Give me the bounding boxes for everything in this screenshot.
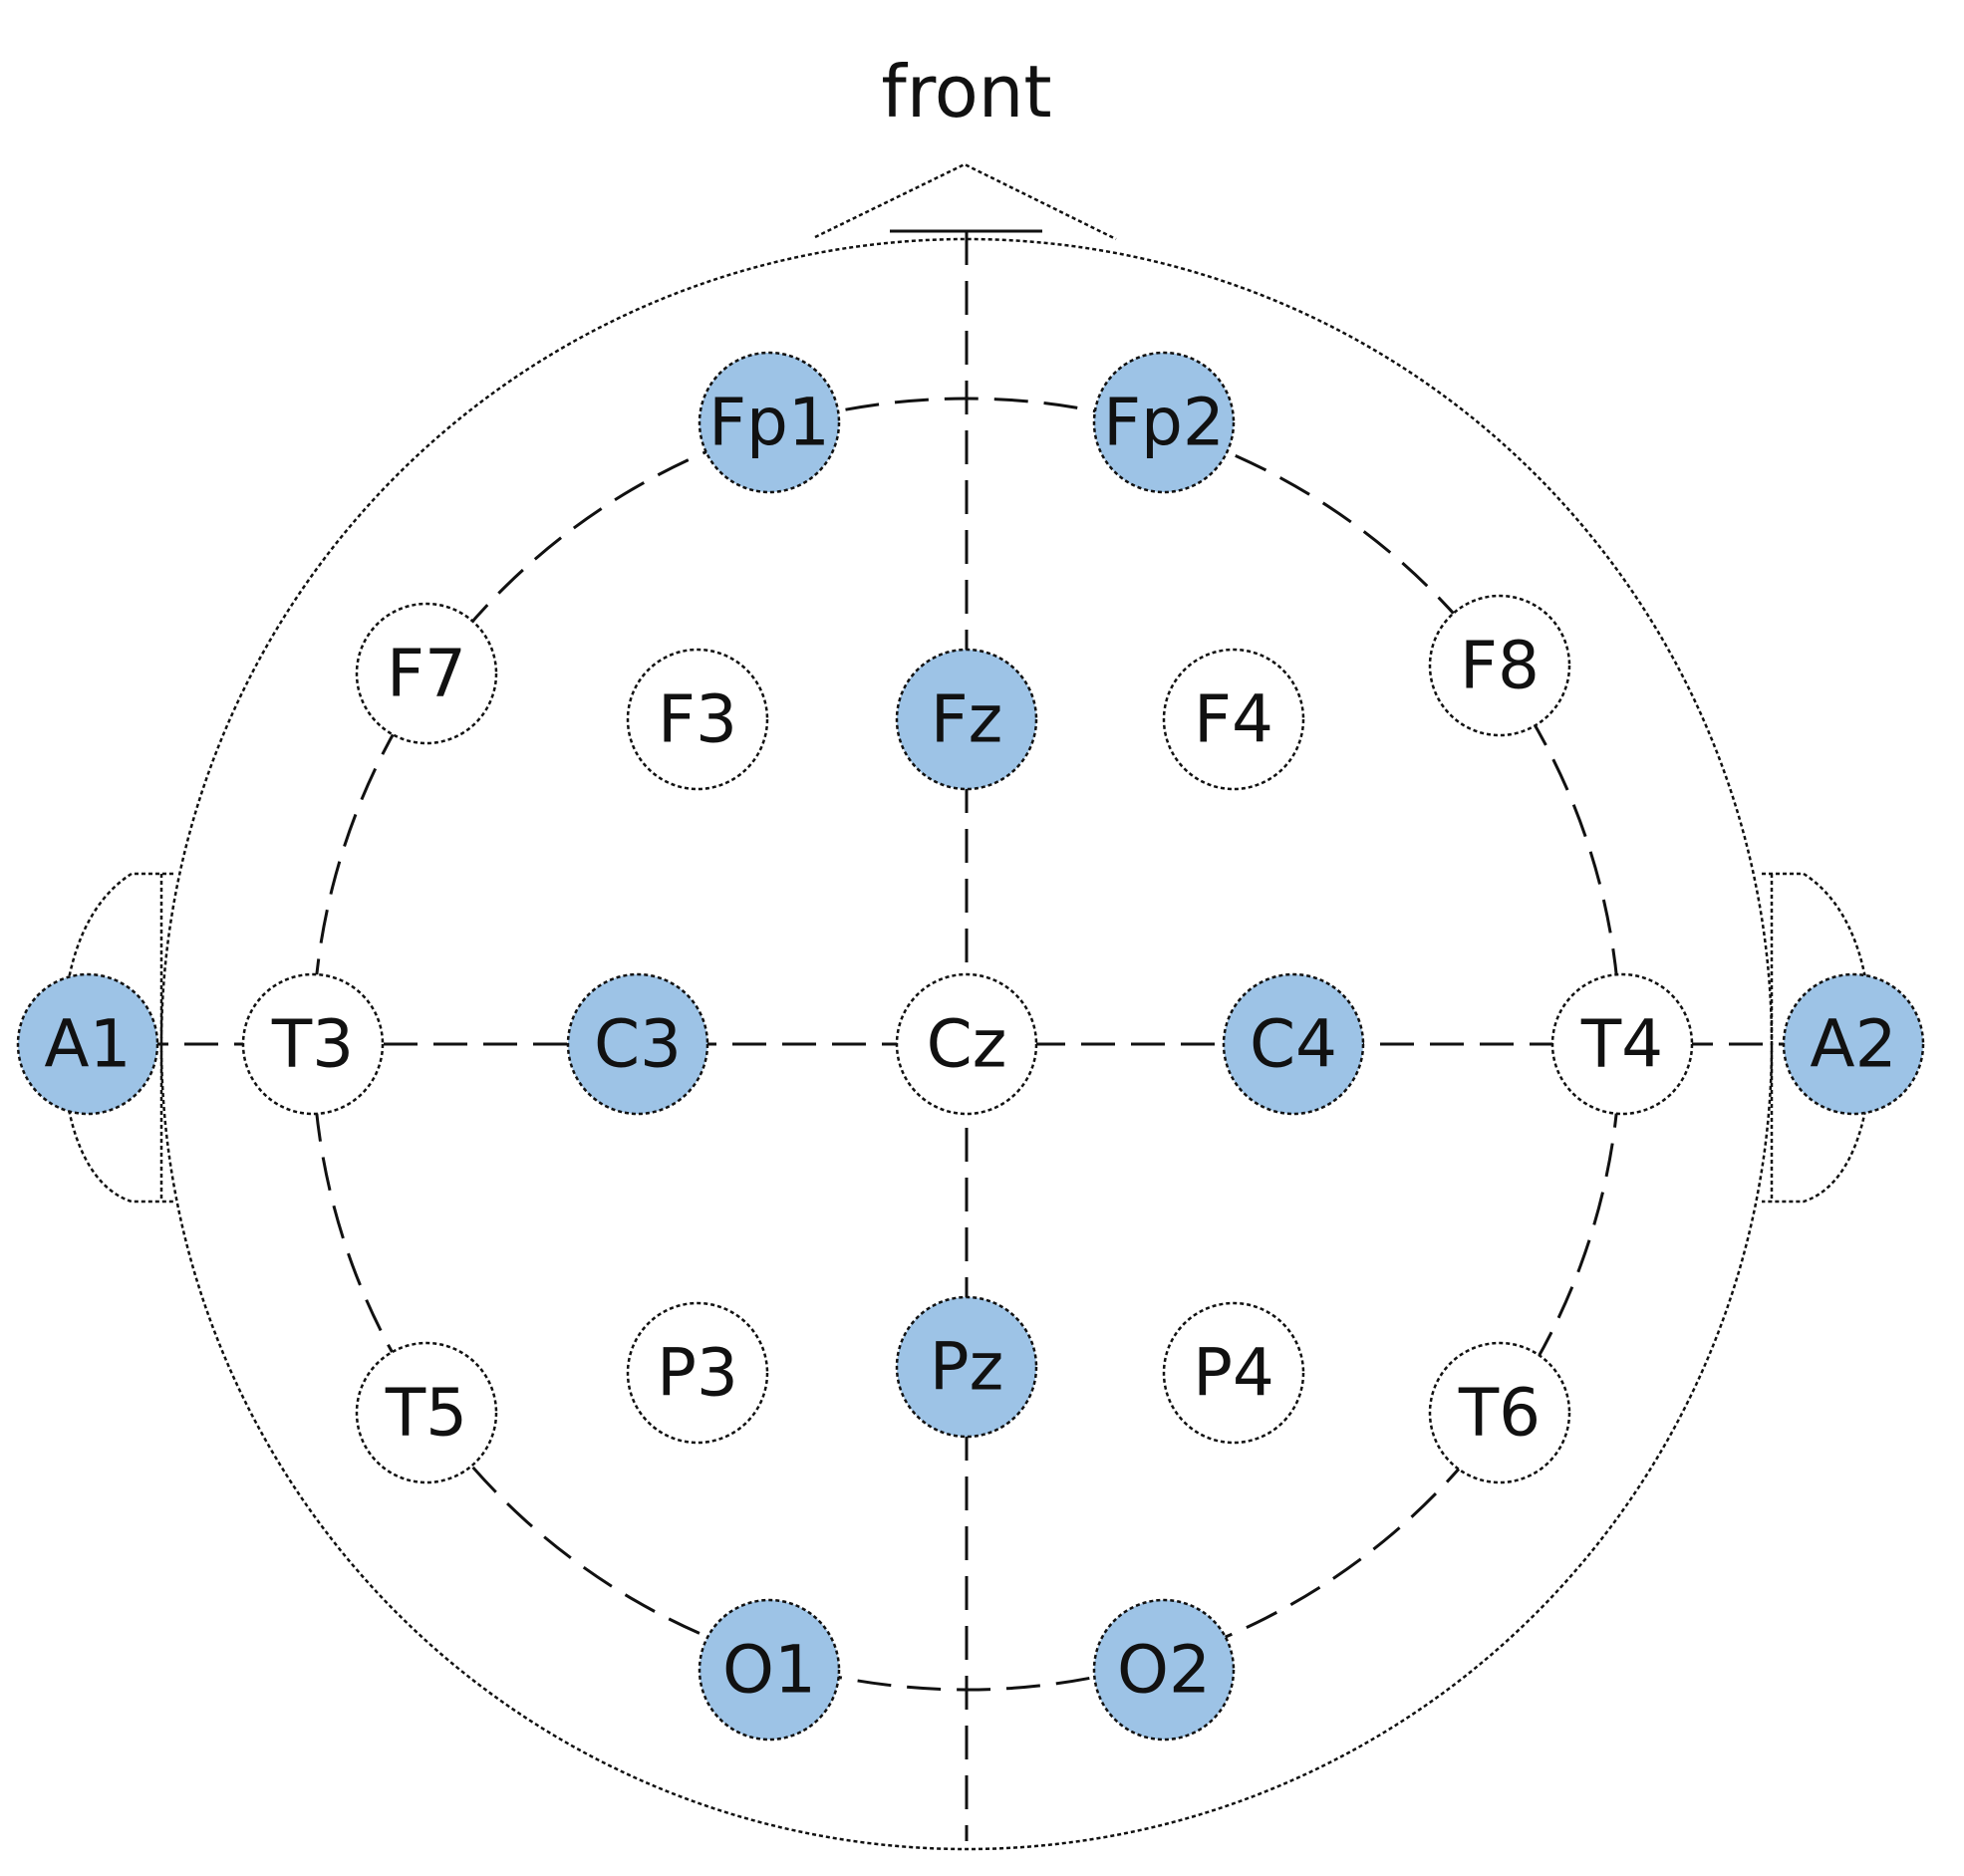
electrode-circle-cz [895,972,1038,1116]
electrode-label-fp2: Fp2 [1103,385,1225,461]
electrode-t5: T5 [355,1341,498,1484]
electrode-circle-f3 [626,648,769,791]
electrode-f3: F3 [626,648,769,791]
electrode-circle-a1 [16,972,159,1116]
nose-outline [814,162,1117,241]
electrode-o1: O1 [698,1598,841,1742]
electrode-circle-c4 [1222,972,1365,1116]
electrode-label-p3: P3 [657,1335,738,1412]
electrode-t3: T3 [241,972,385,1116]
electrode-circle-o1 [698,1598,841,1742]
electrode-fp1: Fp1 [698,351,841,494]
electrode-label-t3: T3 [271,1006,354,1083]
front-label: front [881,50,1051,134]
electrode-circle-f8 [1428,594,1571,737]
electrode-label-a1: A1 [44,1006,131,1083]
electrode-t4: T4 [1550,972,1694,1116]
electrode-label-o2: O2 [1117,1632,1211,1709]
electrode-label-o1: O1 [722,1632,816,1709]
electrode-cz: Cz [895,972,1038,1116]
electrode-f4: F4 [1162,648,1305,791]
electrode-circle-t4 [1550,972,1694,1116]
electrode-label-cz: Cz [927,1006,1007,1083]
electrode-circle-p4 [1162,1301,1305,1445]
electrode-circle-t5 [355,1341,498,1484]
electrode-label-a2: A2 [1810,1006,1896,1083]
electrode-label-fz: Fz [931,681,1003,758]
electrode-label-t4: T4 [1580,1006,1663,1083]
electrode-label-t5: T5 [385,1375,467,1452]
electrode-fp2: Fp2 [1092,351,1236,494]
electrode-label-p4: P4 [1193,1335,1274,1412]
electrode-o2: O2 [1092,1598,1236,1742]
electrode-circle-a2 [1782,972,1925,1116]
electrode-label-pz: Pz [930,1329,1003,1406]
electrode-circle-t6 [1428,1341,1571,1484]
electrode-a2: A2 [1782,972,1925,1116]
electrode-label-t6: T6 [1458,1375,1541,1452]
electrode-a1: A1 [16,972,159,1116]
electrode-pz: Pz [895,1295,1038,1439]
electrode-circle-fp2 [1092,351,1236,494]
electrode-label-c3: C3 [594,1006,682,1083]
electrode-label-f4: F4 [1194,681,1273,758]
electrode-circle-fp1 [698,351,841,494]
electrode-circle-f4 [1162,648,1305,791]
electrode-label-fp1: Fp1 [708,385,830,461]
electrode-label-f8: F8 [1460,628,1540,704]
electrode-fz: Fz [895,648,1038,791]
electrode-p3: P3 [626,1301,769,1445]
electrode-circle-pz [895,1295,1038,1439]
electrode-circle-f7 [355,602,498,745]
electrode-label-f3: F3 [658,681,737,758]
electrode-circle-o2 [1092,1598,1236,1742]
electrode-label-f7: F7 [387,636,466,712]
electrode-c3: C3 [566,972,709,1116]
electrode-f8: F8 [1428,594,1571,737]
electrode-circle-t3 [241,972,385,1116]
electrode-t6: T6 [1428,1341,1571,1484]
electrode-f7: F7 [355,602,498,745]
electrode-circle-c3 [566,972,709,1116]
electrode-label-c4: C4 [1250,1006,1337,1083]
electrode-circle-p3 [626,1301,769,1445]
electrode-c4: C4 [1222,972,1365,1116]
electrode-p4: P4 [1162,1301,1305,1445]
electrode-circle-fz [895,648,1038,791]
